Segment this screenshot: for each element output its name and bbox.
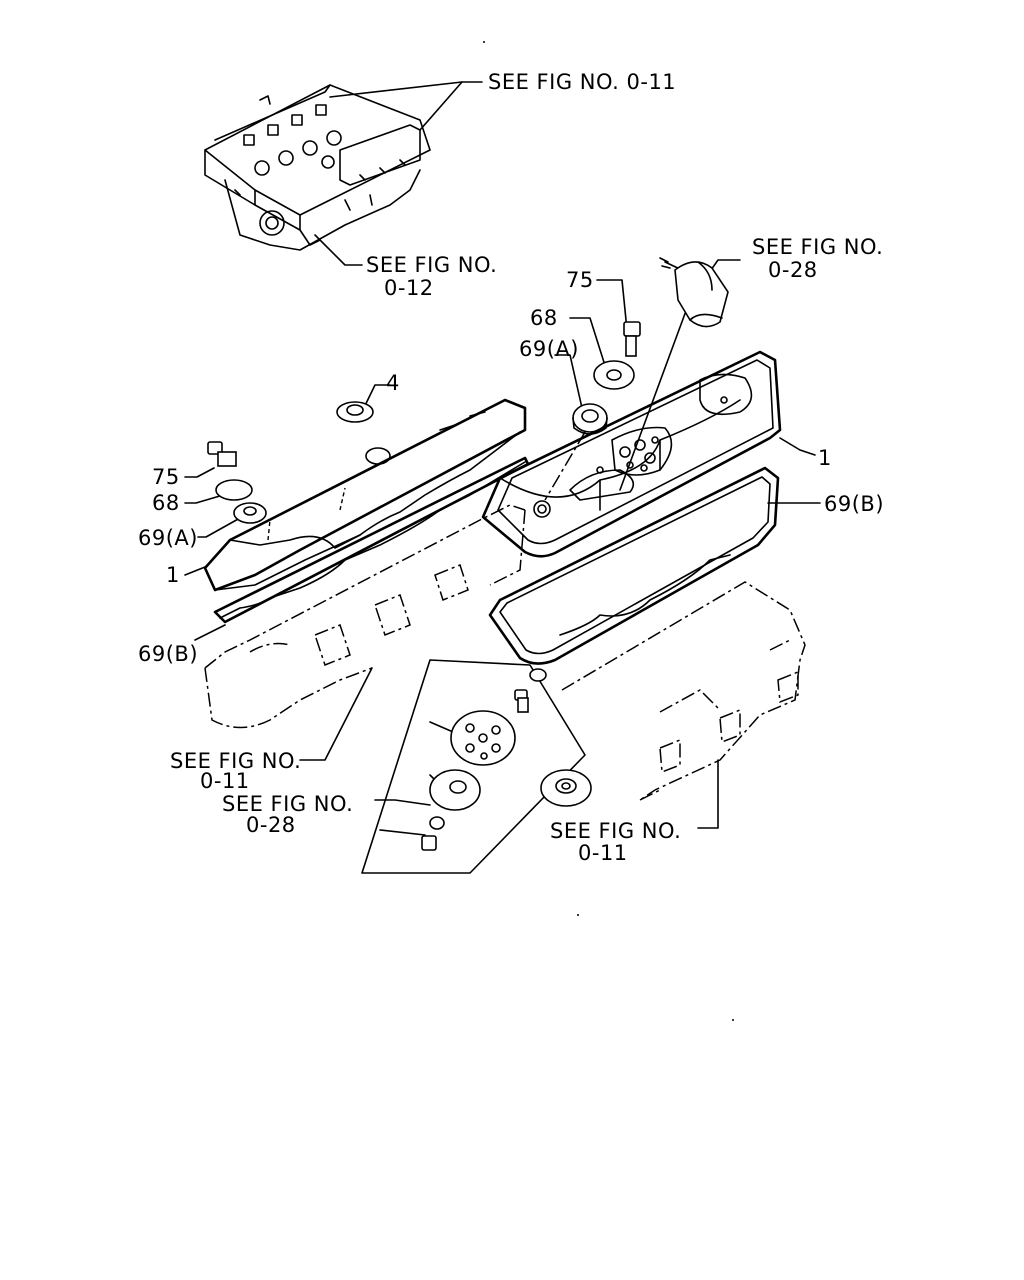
top-leaders [184,81,821,829]
part-68-right-label: 68 [530,306,558,330]
ref-fig-0-12-line1: SEE FIG NO. [366,253,497,277]
ref-fig-0-11-left-line2: 0-11 [200,769,250,793]
part-69b-left-label: 69(B) [138,642,198,666]
ref-fig-0-28-bottom-line2: 0-28 [246,813,296,837]
part-69a-left-label: 69(A) [138,526,198,550]
ref-fig-0-28-top-line2: 0-28 [768,258,818,282]
part-labels: SEE FIG NO. 0-11 SEE FIG NO. 0-12 SEE FI… [138,70,884,865]
part-1-right-label: 1 [818,446,832,470]
part-75-left-label: 75 [152,465,180,489]
left-valve-cover [203,398,527,592]
part-69a-right-label: 69(A) [519,337,579,361]
right-valve-cover [481,350,782,558]
scan-specks [483,41,734,1021]
part-4-label: 4 [386,371,400,395]
engine-assembly-illustration [204,84,431,251]
left-gasket [213,456,530,624]
detail-inset [361,659,592,874]
ref-fig-0-11-right-line1: SEE FIG NO. [550,819,681,843]
ref-fig-0-11-right-line2: 0-11 [578,841,628,865]
right-cylinder-head [561,581,806,801]
ref-fig-0-28-bottom-line1: SEE FIG NO. [222,792,353,816]
part-1-left-label: 1 [166,563,180,587]
ref-fig-0-12-line2: 0-12 [384,276,434,300]
right-fasteners [544,257,729,501]
part-69b-right-label: 69(B) [824,492,884,516]
part-68-left-label: 68 [152,491,180,515]
ref-fig-0-11-top: SEE FIG NO. 0-11 [488,70,676,94]
part-75-right-label: 75 [566,268,594,292]
ref-fig-0-28-top-line1: SEE FIG NO. [752,235,883,259]
left-cylinder-head [204,504,526,729]
ref-fig-0-11-left-line1: SEE FIG NO. [170,749,301,773]
right-gasket [488,466,780,665]
